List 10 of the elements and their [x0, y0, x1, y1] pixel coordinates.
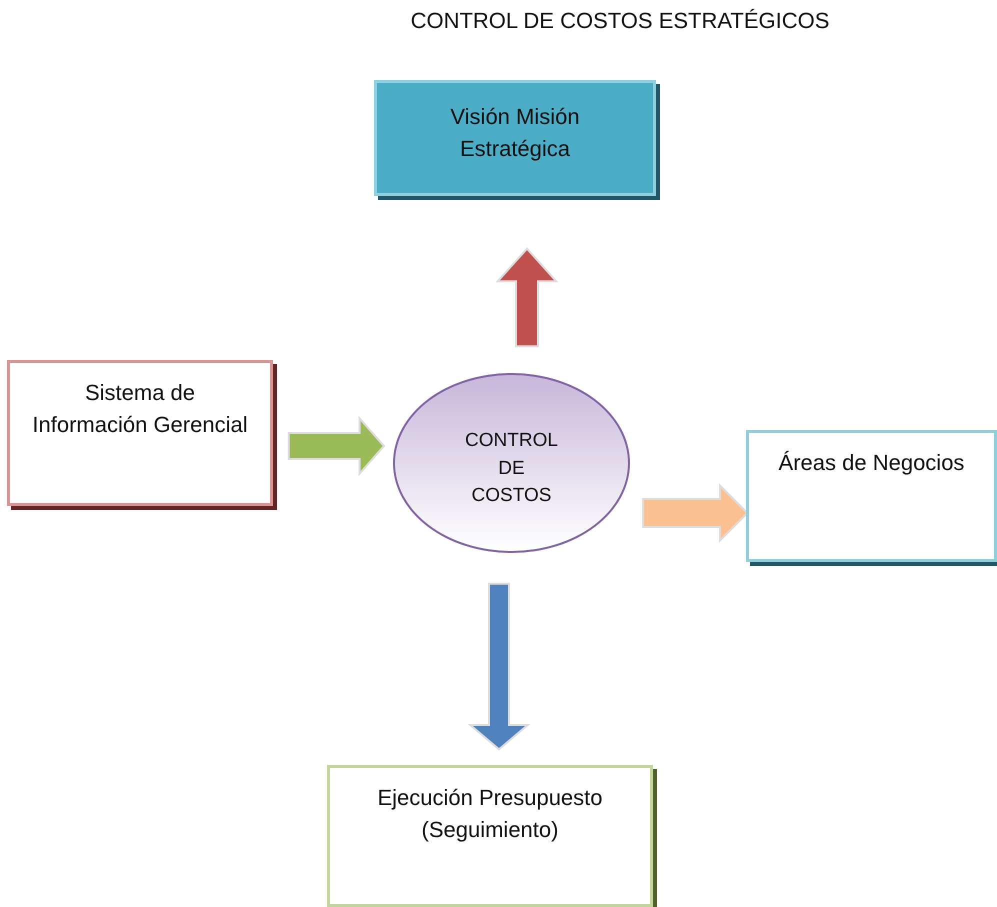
- block-arrow: [468, 582, 530, 751]
- node-label: CONTROL DE COSTOS: [464, 429, 559, 508]
- node-label: Áreas de Negocios: [778, 449, 966, 477]
- block-arrow: [642, 483, 749, 543]
- node-label: Sistema de Información Gerencial: [31, 379, 249, 439]
- block-arrow: [496, 247, 558, 348]
- block-arrow: [288, 416, 386, 476]
- node-label: Ejecución Presupuesto (Seguimiento): [376, 784, 604, 844]
- node-label: Visión Misión Estratégica: [449, 103, 581, 163]
- diagram-title: CONTROL DE COSTOS ESTRATÉGICOS: [410, 8, 830, 34]
